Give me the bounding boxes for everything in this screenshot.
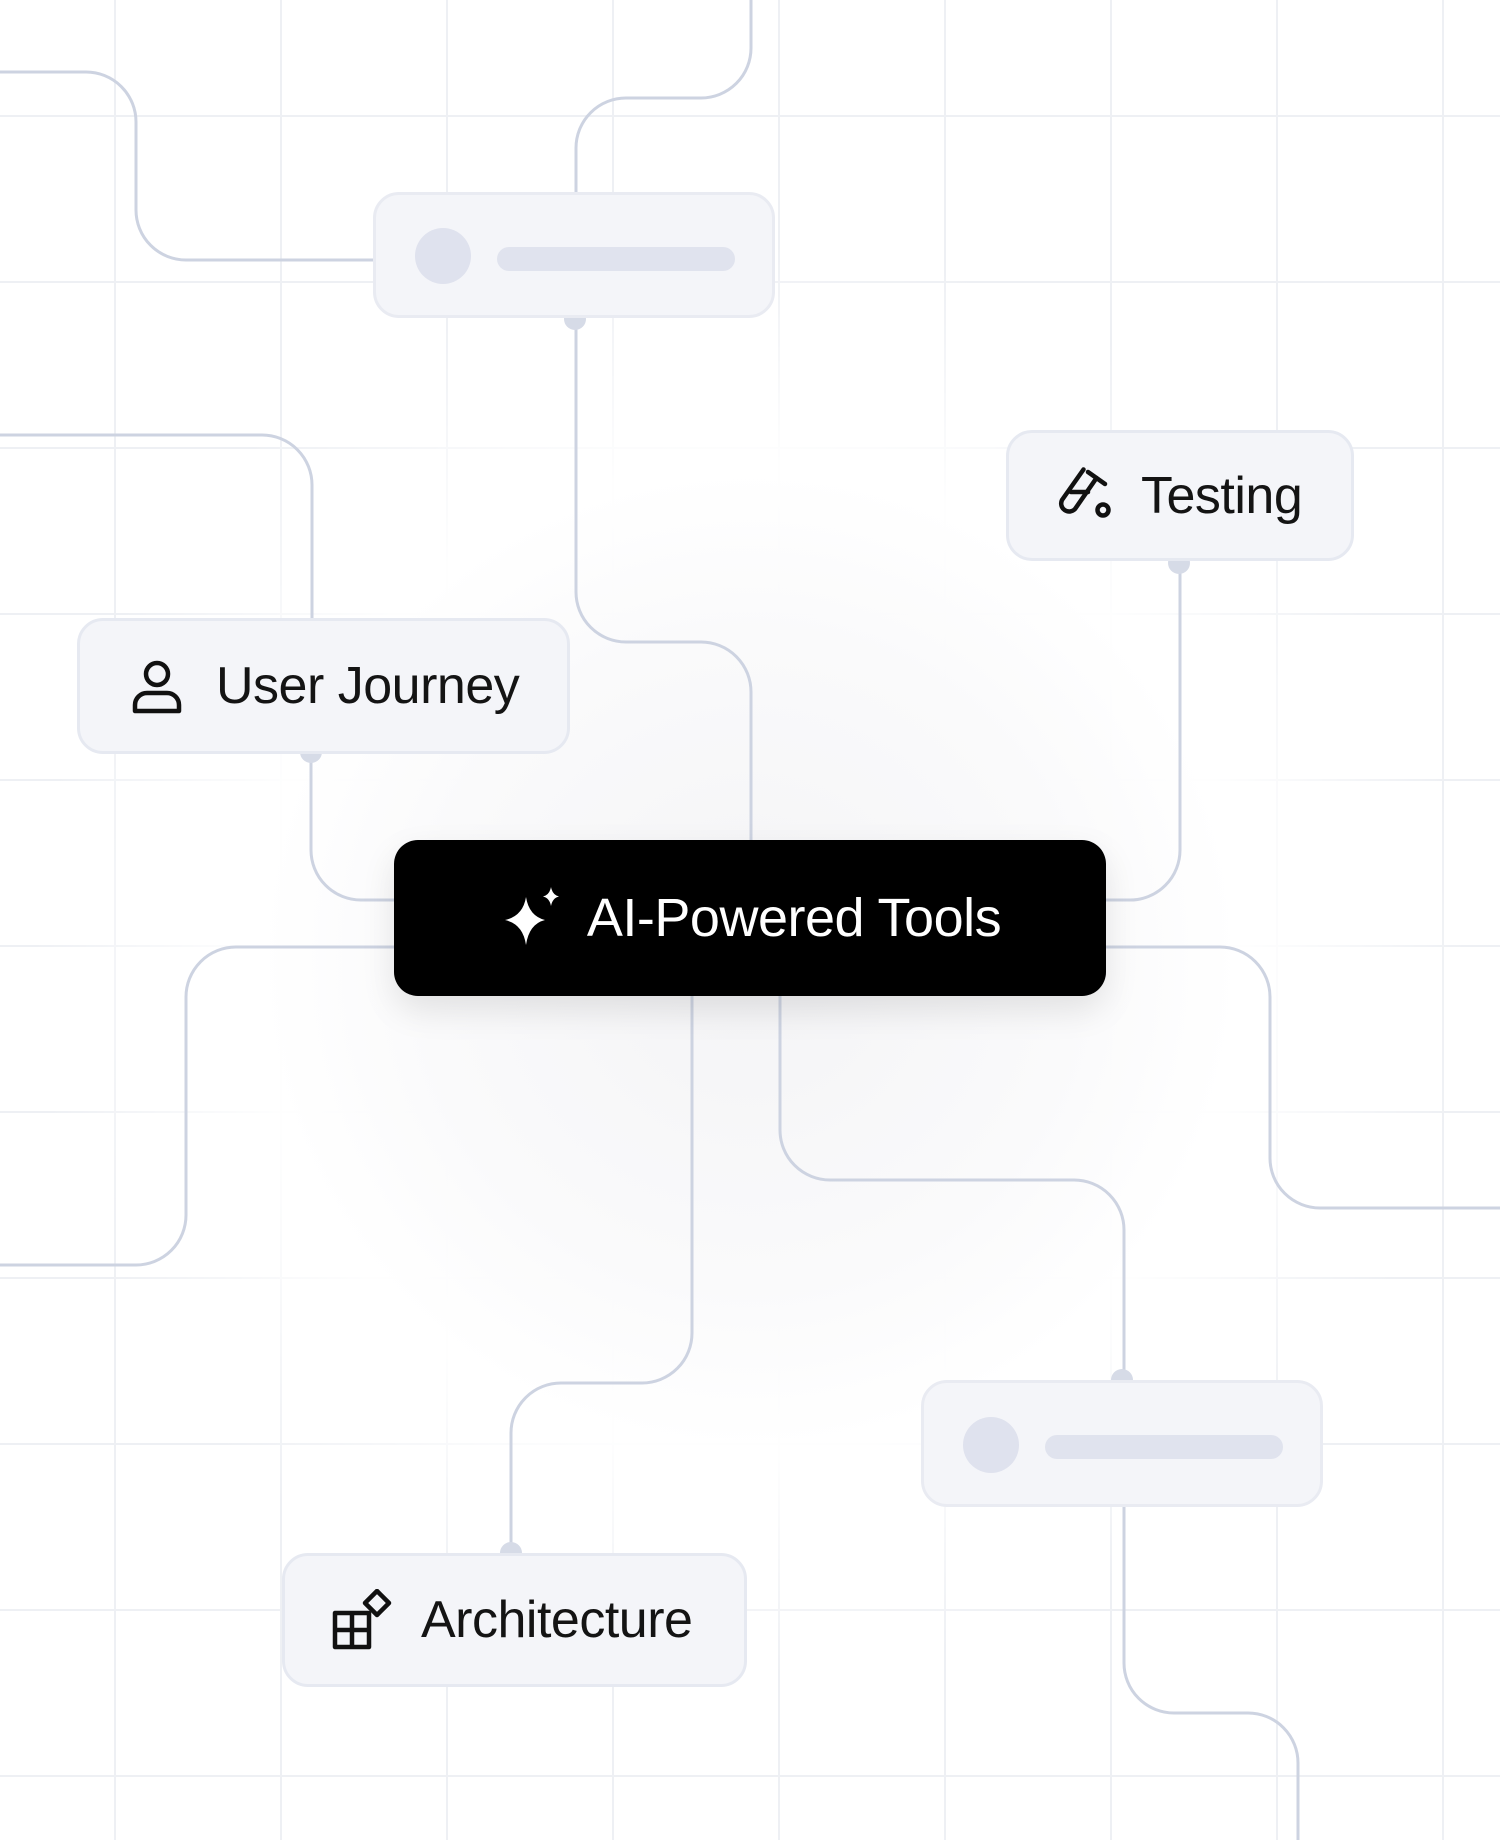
node-label: Testing	[1141, 466, 1303, 525]
connector-line	[0, 945, 396, 1267]
test-tube-icon	[1057, 466, 1117, 526]
connector-line	[574, 0, 753, 194]
sparkles-icon	[499, 885, 565, 951]
node-label: Architecture	[421, 1591, 693, 1649]
central-node[interactable]: AI-Powered Tools	[394, 840, 1106, 996]
node-architecture[interactable]: Architecture	[282, 1553, 747, 1687]
node-label: User Journey	[216, 657, 520, 715]
connector-line	[1104, 559, 1182, 902]
connector-line	[1104, 945, 1500, 1210]
placeholder-avatar	[415, 228, 471, 284]
blocks-icon	[331, 1589, 393, 1651]
placeholder-node	[373, 192, 775, 318]
connector-line	[1122, 1505, 1300, 1840]
connector-line	[574, 316, 753, 842]
node-user-journey[interactable]: User Journey	[77, 618, 570, 754]
connector-line	[778, 994, 1126, 1382]
placeholder-text-bar	[497, 247, 735, 271]
connector-line	[0, 433, 314, 620]
user-icon	[126, 655, 188, 717]
connector-line	[0, 70, 375, 262]
connector-line	[509, 994, 694, 1555]
connector-line	[309, 752, 396, 902]
placeholder-node	[921, 1380, 1323, 1507]
node-testing[interactable]: Testing	[1006, 430, 1354, 561]
placeholder-text-bar	[1045, 1435, 1283, 1459]
placeholder-avatar	[963, 1417, 1019, 1473]
central-node-label: AI-Powered Tools	[586, 888, 1002, 948]
